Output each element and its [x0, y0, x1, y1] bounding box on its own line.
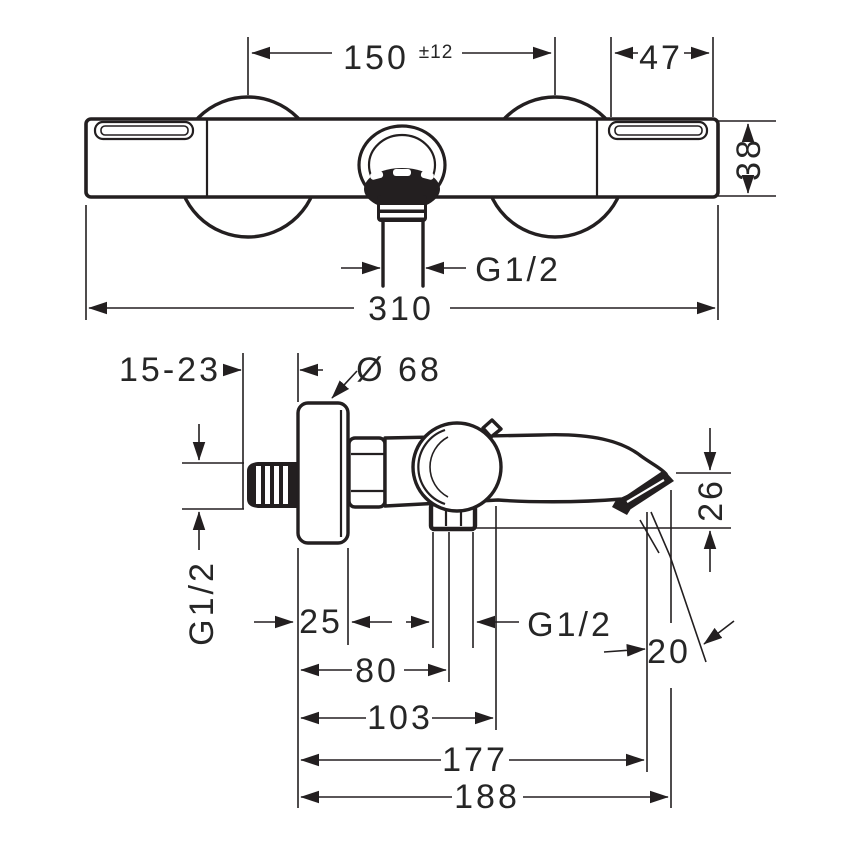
dim-177-label: 177 — [442, 741, 508, 779]
spout-outlet-axis-line — [650, 511, 707, 663]
dim-150-tolerance-label: ±12 — [419, 42, 454, 63]
dim-188-label: 188 — [454, 778, 520, 816]
left-bracket-slot — [93, 120, 195, 141]
aerator-foot — [612, 500, 632, 515]
left-bracket-slot-inner — [100, 125, 189, 136]
dim-150-label: 150 — [343, 39, 409, 77]
spout-axis-tick — [639, 519, 660, 554]
right-bracket-slot — [607, 120, 709, 141]
wall-thread-nipple — [247, 462, 297, 508]
dim-25-label: 25 — [299, 603, 343, 641]
dim-15-23-label: 15-23 — [119, 351, 221, 389]
knob-inner-arc-2 — [429, 436, 449, 498]
pipe-fill — [381, 222, 425, 286]
handle-stripe-2 — [380, 213, 424, 218]
dim-103-label: 103 — [367, 699, 433, 737]
knob-inner-arc-1 — [417, 428, 446, 506]
right-bracket-slot-inner — [614, 125, 703, 136]
dim-g12-front-label: G1/2 — [475, 251, 561, 289]
dim-dia68-label: Ø 68 — [356, 351, 442, 389]
dim-38-label: 38 — [730, 137, 768, 181]
side-view: 15-23 Ø 68 G1/2 26 25 G1/2 80 103 177 — [119, 351, 735, 816]
handle-mark-center — [393, 169, 411, 176]
dim-g12-wall-label: G1/2 — [183, 560, 221, 646]
dim-20-label: 20 — [647, 633, 691, 671]
control-knob-circle — [411, 421, 503, 513]
dim-26-label: 26 — [692, 478, 730, 522]
dim-80-label: 80 — [355, 652, 399, 690]
handle-stripe-1 — [380, 205, 424, 210]
dim-310-label: 310 — [368, 290, 434, 328]
dim-47-label: 47 — [639, 39, 683, 77]
hex-nut — [347, 436, 387, 509]
handle-mark-right — [420, 171, 434, 180]
handle-mark-left — [370, 171, 384, 180]
dim-g12-outlet-label: G1/2 — [527, 606, 613, 644]
safety-button-tab — [481, 418, 503, 439]
escutcheon-disc — [296, 401, 350, 545]
front-view: 150 ±12 47 38 G1/2 310 — [84, 37, 776, 328]
